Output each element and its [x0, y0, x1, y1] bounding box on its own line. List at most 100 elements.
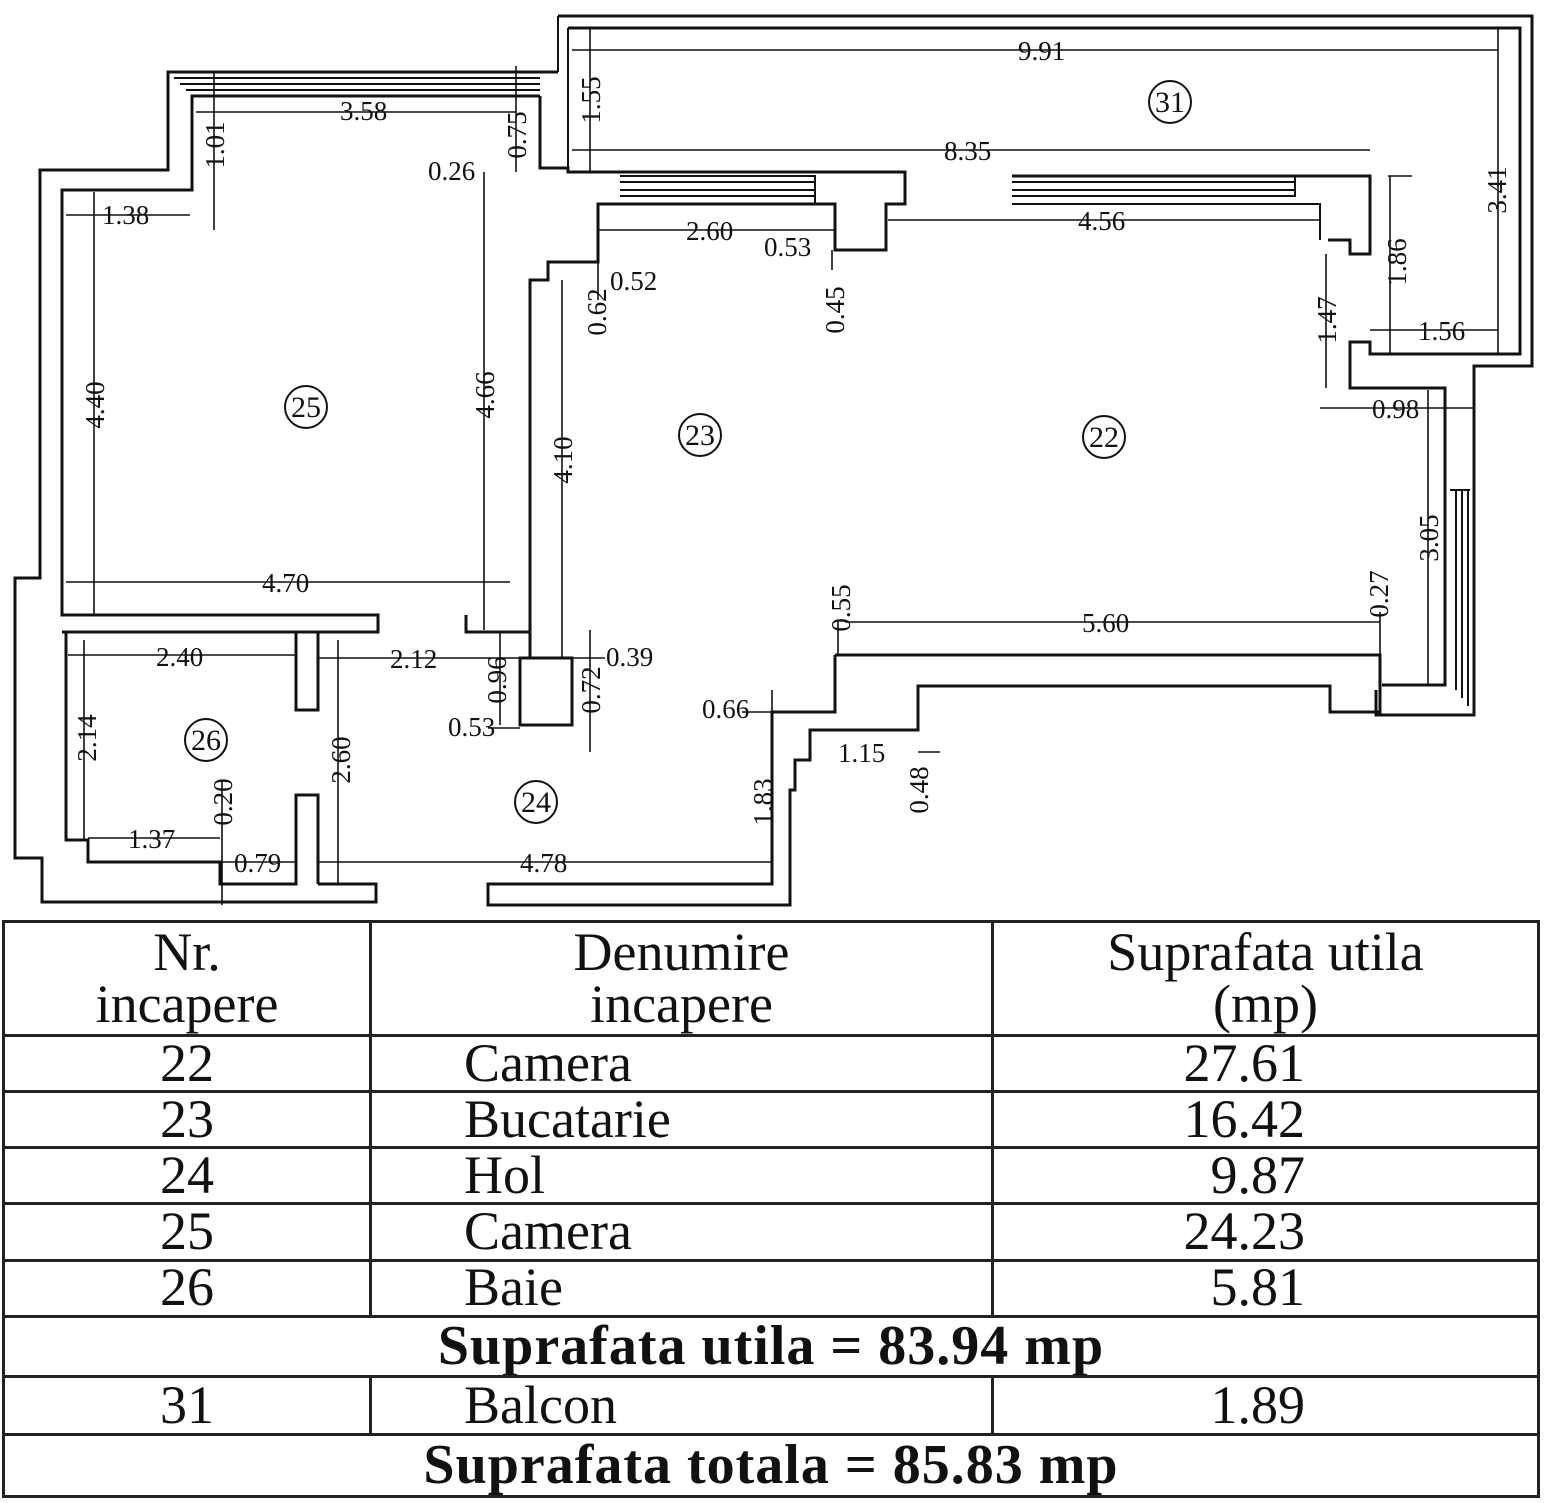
table-row: 23 Bucatarie 16.42: [2, 1090, 1540, 1150]
dim-label: 1.15: [838, 738, 885, 768]
dim-label: 0.96: [482, 656, 512, 703]
cell-name: Camera: [369, 1034, 994, 1094]
room-23-circle: [678, 413, 722, 457]
dim-label: 0.27: [1364, 570, 1394, 617]
right-window: [1450, 489, 1470, 706]
room22-south-wall: [486, 653, 1382, 907]
dim-label: 4.78: [520, 848, 567, 878]
cell-area: 24.23: [991, 1202, 1540, 1262]
grand-total: Suprafata totala = 85.83 mp: [2, 1432, 1540, 1499]
room-22-label: 22: [1089, 421, 1119, 454]
header-name: Denumire incapere: [369, 919, 994, 1038]
floor-plan: 9.91 1.55 8.35 3.41 3.58 1.01 0.75 0.26 …: [13, 14, 1534, 907]
dim-label: 0.79: [234, 848, 281, 878]
dim-label: 1.47: [1312, 296, 1342, 343]
dim-label: 1.86: [1382, 238, 1412, 285]
cell-nr: 23: [2, 1090, 372, 1150]
dim-label: 0.72: [576, 666, 606, 713]
dim-label: 2.60: [326, 736, 356, 783]
table-header-row: Nr. incapere Denumire incapere Suprafata…: [2, 919, 1540, 1038]
cell-name: Baie: [369, 1258, 994, 1318]
grand-total-row: Suprafata totala = 85.83 mp: [2, 1432, 1540, 1499]
room25-inner-wall: [60, 94, 540, 634]
room22-wall-top: [1012, 174, 1372, 256]
dim-label: 0.48: [904, 766, 934, 813]
dim-label: 1.83: [748, 778, 778, 825]
cell-area: 5.81: [991, 1258, 1540, 1318]
dim-label: 0.75: [502, 111, 532, 158]
dim-label: 0.20: [208, 778, 238, 825]
room-24-label: 24: [521, 786, 551, 819]
room-26-circle: [184, 718, 228, 762]
windows-top: [620, 175, 1321, 240]
room25-partition: [464, 615, 530, 634]
walls: [13, 14, 1534, 907]
dim-label: 0.39: [606, 642, 653, 672]
header-area-line1: Suprafata utila: [1107, 922, 1424, 983]
dim-label: 1.56: [1418, 316, 1465, 346]
dim-label: 1.55: [576, 76, 606, 123]
dim-label: 1.38: [102, 200, 149, 230]
cell-nr: 24: [2, 1146, 372, 1206]
table-row: 25 Camera 24.23: [2, 1202, 1540, 1262]
dim-label: 9.91: [1018, 36, 1065, 66]
cell-nr: 25: [2, 1202, 372, 1262]
dim-label: 2.12: [390, 644, 437, 674]
room-25-label: 25: [291, 391, 321, 424]
balcony-inner-wall: [568, 26, 1522, 687]
header-name-line2: incapere: [590, 973, 773, 1034]
dim-label: 0.26: [428, 156, 475, 186]
useful-total-row: Suprafata utila = 83.94 mp: [2, 1314, 1540, 1378]
dim-label: 4.10: [548, 436, 578, 483]
dim-label: 0.52: [610, 266, 657, 296]
cell-name: Hol: [369, 1146, 994, 1206]
dim-label: 2.14: [72, 714, 102, 762]
balcony-outer-wall: [558, 14, 1534, 717]
table-row: 22 Camera 27.61: [2, 1034, 1540, 1094]
dim-label: 4.70: [262, 568, 309, 598]
cell-area: 9.87: [991, 1146, 1540, 1206]
dim-label: 2.60: [686, 216, 733, 246]
balcony-row: 31 Balcon 1.89: [2, 1374, 1540, 1436]
cell-area: 1.89: [991, 1374, 1540, 1436]
dim-label: 4.66: [470, 371, 500, 418]
cell-name: Balcon: [369, 1374, 994, 1436]
balcony-left-wall: [557, 16, 569, 172]
dim-label: 0.62: [582, 288, 612, 335]
room-24-circle: [514, 780, 558, 824]
dimension-lines: [66, 28, 1499, 905]
header-area: Suprafata utila (mp): [991, 919, 1540, 1038]
dim-label: 5.60: [1082, 608, 1129, 638]
cell-area: 27.61: [991, 1034, 1540, 1094]
table-row: 24 Hol 9.87: [2, 1146, 1540, 1206]
dim-label: 0.55: [826, 584, 856, 631]
dim-label: 1.01: [200, 121, 230, 168]
dim-label: 0.53: [448, 712, 495, 742]
dim-label: 0.53: [764, 232, 811, 262]
dim-label: 0.98: [1372, 394, 1419, 424]
table-row: 26 Baie 5.81: [2, 1258, 1540, 1318]
cell-nr: 31: [2, 1374, 372, 1436]
room-22-circle: [1082, 415, 1126, 459]
room-31-circle: [1148, 80, 1192, 124]
header-nr-line2: incapere: [95, 973, 279, 1034]
cell-nr: 22: [2, 1034, 372, 1094]
header-area-line2: (mp): [1213, 973, 1318, 1034]
room25-window: [174, 77, 540, 91]
dim-label: 1.37: [128, 824, 175, 854]
cell-area: 16.42: [991, 1090, 1540, 1150]
room-23-label: 23: [685, 419, 715, 452]
cell-name: Bucatarie: [369, 1090, 994, 1150]
dim-label: 8.35: [944, 136, 991, 166]
useful-total: Suprafata utila = 83.94 mp: [2, 1314, 1540, 1378]
room-labels: 31 25 23 22 26 24: [184, 80, 1192, 824]
header-nr: Nr. incapere: [2, 919, 372, 1038]
cell-nr: 26: [2, 1258, 372, 1318]
header-name-line1: Denumire: [573, 922, 790, 983]
room25-outer-wall: [13, 70, 558, 904]
dimension-labels: 9.91 1.55 8.35 3.41 3.58 1.01 0.75 0.26 …: [72, 36, 1512, 878]
header-nr-line1: Nr.: [153, 922, 221, 983]
dim-label: 3.05: [1414, 514, 1444, 561]
dim-label: 3.41: [1482, 166, 1512, 213]
dim-label: 0.45: [820, 286, 850, 333]
